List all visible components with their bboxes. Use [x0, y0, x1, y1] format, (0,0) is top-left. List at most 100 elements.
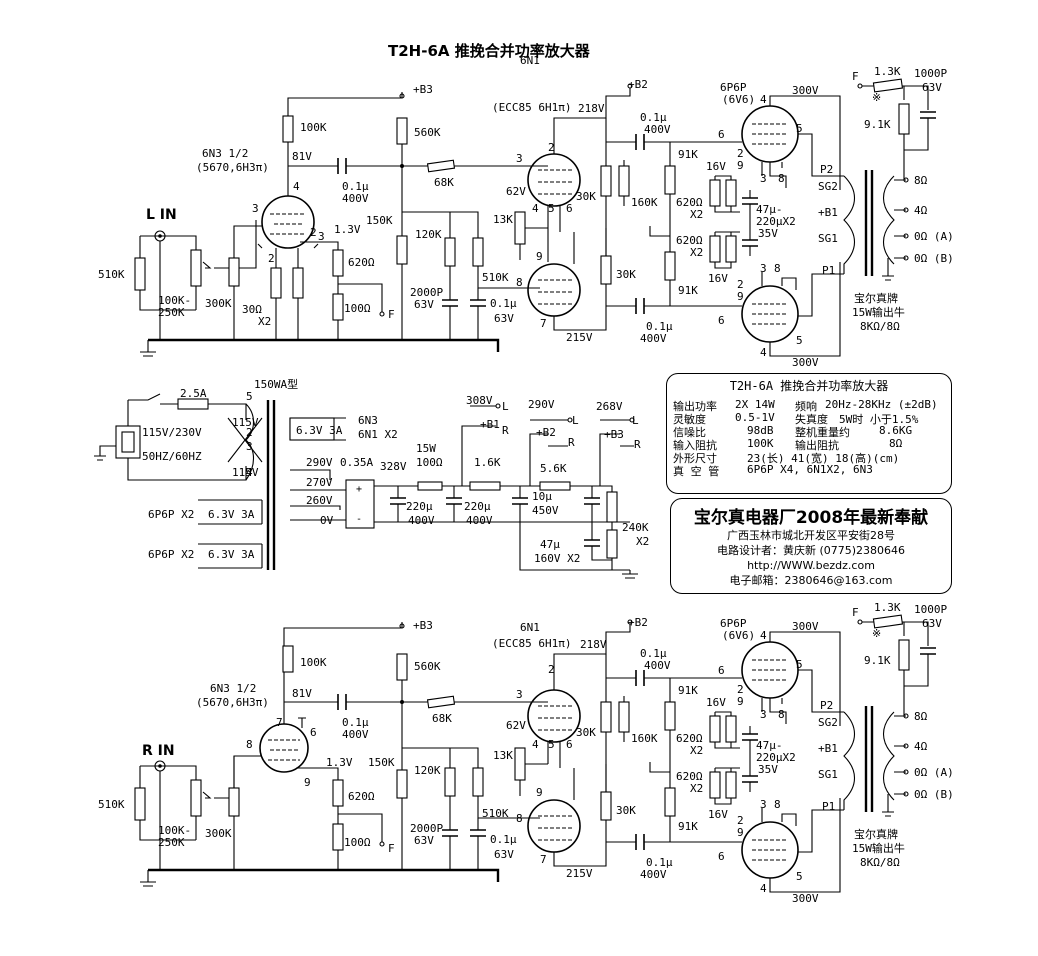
- svg-text:SG2: SG2: [818, 180, 838, 193]
- svg-text:300K: 300K: [205, 827, 232, 840]
- svg-text:100Ω: 100Ω: [344, 836, 371, 849]
- svg-text:R: R: [502, 424, 509, 437]
- svg-text:3: 3: [252, 202, 259, 215]
- svg-text:6P6P: 6P6P: [720, 81, 747, 94]
- svg-text:115V/230V: 115V/230V: [142, 426, 202, 439]
- svg-text:100K: 100K: [300, 121, 327, 134]
- svg-text:0Ω (A): 0Ω (A): [914, 766, 954, 779]
- svg-text:150WA型: 150WA型: [254, 377, 298, 391]
- svg-text:4: 4: [760, 629, 767, 642]
- svg-text:6P6P X2: 6P6P X2: [148, 508, 194, 521]
- svg-text:160V X2: 160V X2: [534, 552, 580, 565]
- svg-text:3: 3: [318, 230, 325, 243]
- resistor-510k: [134, 257, 146, 291]
- tube-6n1-upper: [527, 689, 581, 743]
- power-supply-circuit: 2.5A 5 115V/230V 50HZ/60HZ 2 3 4 115V 11…: [94, 377, 649, 579]
- svg-text:30K: 30K: [616, 804, 636, 817]
- svg-text:120K: 120K: [415, 228, 442, 241]
- svg-text:+B3: +B3: [413, 83, 433, 96]
- svg-text:0Ω (A): 0Ω (A): [914, 230, 954, 243]
- svg-text:8: 8: [774, 262, 781, 275]
- svg-text:300V: 300V: [792, 620, 819, 633]
- svg-text:290V: 290V: [528, 398, 555, 411]
- svg-text:R: R: [568, 436, 575, 449]
- svg-text:F: F: [852, 70, 859, 83]
- svg-text:4: 4: [246, 466, 253, 479]
- svg-text:6.3V 3A: 6.3V 3A: [296, 424, 343, 437]
- svg-text:5: 5: [796, 334, 803, 347]
- svg-text:620Ω: 620Ω: [676, 732, 703, 745]
- svg-text:8Ω: 8Ω: [914, 174, 928, 187]
- maker-web[interactable]: http://WWW.bezdz.com: [747, 559, 875, 572]
- svg-text:L: L: [502, 400, 509, 413]
- svg-text:2: 2: [310, 226, 317, 239]
- svg-text:2000P: 2000P: [410, 822, 443, 835]
- svg-text:63V: 63V: [494, 312, 514, 325]
- svg-text:SG1: SG1: [818, 768, 838, 781]
- svg-text:8: 8: [774, 798, 781, 811]
- svg-text:63V: 63V: [414, 298, 434, 311]
- svg-text:91K: 91K: [678, 148, 698, 161]
- svg-text:13K: 13K: [493, 213, 513, 226]
- svg-text:(5670,6H3π): (5670,6H3π): [196, 696, 269, 709]
- svg-text:-: -: [356, 514, 362, 525]
- svg-text:560K: 560K: [414, 660, 441, 673]
- svg-text:0Ω (B): 0Ω (B): [914, 788, 954, 801]
- svg-text:9: 9: [737, 695, 744, 708]
- svg-text:L: L: [572, 414, 579, 427]
- svg-text:81V: 81V: [292, 150, 312, 163]
- svg-text:0.1μ: 0.1μ: [490, 833, 517, 846]
- svg-text:6: 6: [566, 202, 573, 215]
- svg-text:300K: 300K: [205, 297, 232, 310]
- svg-text:X2: X2: [690, 208, 703, 221]
- svg-text:30K: 30K: [576, 190, 596, 203]
- svg-text:宝尔真牌: 宝尔真牌: [854, 827, 898, 841]
- svg-text:6: 6: [310, 726, 317, 739]
- maker-email[interactable]: 电子邮箱：2380646@163.com: [729, 574, 893, 587]
- svg-text:220μX2: 220μX2: [756, 751, 796, 764]
- svg-text:218V: 218V: [578, 102, 605, 115]
- svg-text:6N1 X2: 6N1 X2: [358, 428, 398, 441]
- svg-text:15W输出牛: 15W输出牛: [852, 305, 905, 319]
- right-channel-circuit: R IN 510K 100K- 250K 300K 7 6 8 9 6N3 1/…: [98, 601, 954, 905]
- svg-text:4: 4: [532, 202, 539, 215]
- svg-text:2: 2: [268, 252, 275, 265]
- svg-text:6: 6: [718, 664, 725, 677]
- svg-text:4: 4: [293, 180, 300, 193]
- svg-text:0.1μ: 0.1μ: [490, 297, 517, 310]
- maker-name: 宝尔真电器厂2008年最新奉献: [693, 508, 929, 528]
- svg-text:16V: 16V: [706, 696, 726, 709]
- svg-text:400V: 400V: [644, 123, 671, 136]
- svg-text:+B2: +B2: [628, 616, 648, 629]
- svg-text:81V: 81V: [292, 687, 312, 700]
- svg-text:宝尔真牌: 宝尔真牌: [854, 291, 898, 305]
- svg-text:0V: 0V: [320, 514, 334, 527]
- bridge-rectifier-icon: [345, 479, 375, 529]
- svg-text:220μ: 220μ: [406, 500, 433, 513]
- svg-text:L: L: [632, 414, 639, 427]
- svg-text:400V: 400V: [466, 514, 493, 527]
- svg-text:5: 5: [796, 870, 803, 883]
- svg-text:2: 2: [548, 141, 555, 154]
- svg-text:1.3K: 1.3K: [874, 65, 901, 78]
- svg-text:68K: 68K: [432, 712, 452, 725]
- svg-text:6: 6: [718, 128, 725, 141]
- svg-text:2000P: 2000P: [410, 286, 443, 299]
- svg-text:(ECC85 6H1π): (ECC85 6H1π): [492, 637, 571, 650]
- svg-text:9: 9: [536, 786, 543, 799]
- svg-text:3: 3: [516, 152, 523, 165]
- svg-text:250K: 250K: [158, 836, 185, 849]
- left-input-label: L IN: [146, 207, 177, 223]
- svg-text:3: 3: [760, 262, 767, 275]
- svg-text:400V: 400V: [640, 868, 667, 881]
- svg-text:91K: 91K: [678, 284, 698, 297]
- maker-address: 广西玉林市城北开发区平安街28号: [727, 529, 895, 542]
- svg-text:300V: 300V: [792, 84, 819, 97]
- svg-text:SG1: SG1: [818, 232, 838, 245]
- svg-text:3: 3: [760, 172, 767, 185]
- svg-text:16V: 16V: [708, 808, 728, 821]
- svg-text:5: 5: [796, 122, 803, 135]
